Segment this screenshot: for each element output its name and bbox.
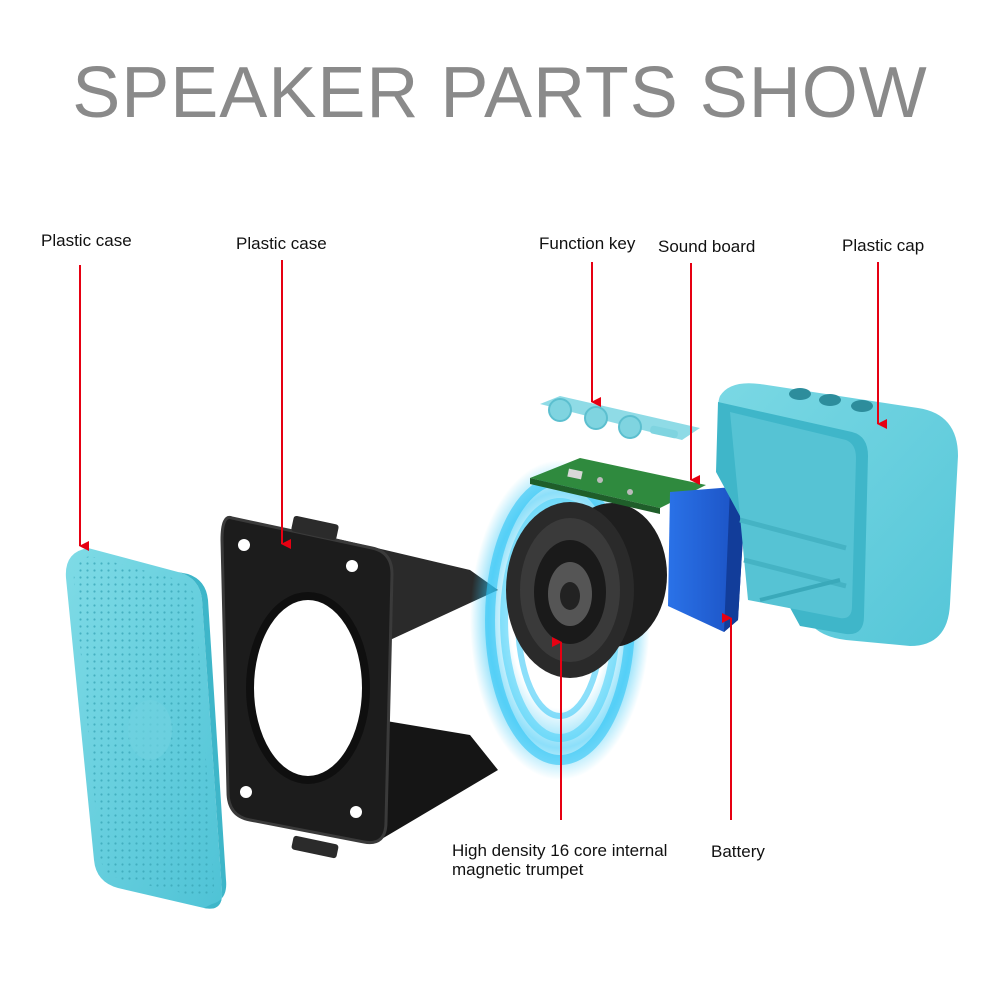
label-function-key: Function key xyxy=(539,234,636,253)
pointer-arrows xyxy=(79,260,887,820)
label-plastic-case-frame: Plastic case xyxy=(236,234,327,253)
speaker-driver-part xyxy=(506,502,667,678)
label-sound-board: Sound board xyxy=(658,237,756,256)
label-plastic-cap: Plastic cap xyxy=(842,236,925,255)
label-trumpet-line2: magnetic trumpet xyxy=(452,860,584,879)
page-title: SPEAKER PARTS SHOW xyxy=(72,53,928,133)
function-key-part xyxy=(540,396,700,440)
label-trumpet-line1: High density 16 core internal xyxy=(452,841,668,860)
label-plastic-case-grille: Plastic case xyxy=(41,231,132,250)
label-battery: Battery xyxy=(711,842,765,861)
sound-board-part xyxy=(530,458,706,514)
plastic-cap-part xyxy=(716,383,958,646)
battery-part xyxy=(668,486,746,632)
inner-frame-part xyxy=(220,515,498,859)
front-grille-part xyxy=(65,548,227,909)
